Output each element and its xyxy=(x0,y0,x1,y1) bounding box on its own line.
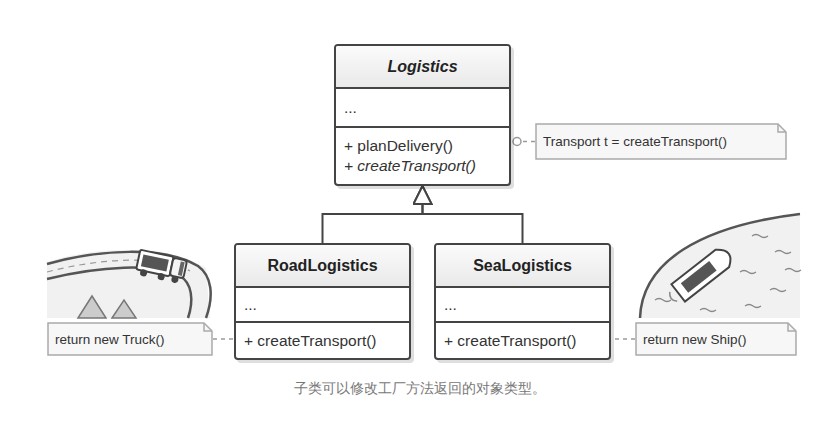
field-list: ... xyxy=(444,295,601,315)
field-list: ... xyxy=(344,98,501,118)
note-text: return new Truck() xyxy=(55,332,165,347)
code-note: return new Ship() xyxy=(635,322,797,356)
method-name: + planDelivery() xyxy=(344,136,501,156)
inheritance-arrow xyxy=(323,186,423,243)
abstract-class-box: Logistics... + planDelivery()+ createTran… xyxy=(334,44,511,186)
class-name-compartment: RoadLogistics xyxy=(236,245,409,286)
method-name: + createTransport() xyxy=(244,331,401,351)
class-box: SeaLogistics... + createTransport() xyxy=(434,243,611,360)
field-list: ... xyxy=(244,295,401,315)
method-compartment: + planDelivery()+ createTransport() xyxy=(336,126,509,184)
field-compartment: ... xyxy=(236,286,409,321)
code-note: return new Truck() xyxy=(47,322,213,356)
class-name: SeaLogistics xyxy=(444,257,601,275)
field-compartment: ... xyxy=(436,286,609,321)
class-box: RoadLogistics... + createTransport() xyxy=(234,243,411,360)
note-link xyxy=(521,141,535,143)
figure-caption: 子类可以修改工厂方法返回的对象类型。 xyxy=(0,380,839,398)
road-illustration xyxy=(47,250,211,318)
method-compartment: + createTransport() xyxy=(436,321,609,358)
class-name: RoadLogistics xyxy=(244,257,401,275)
code-note: Transport t = createTransport() xyxy=(535,123,787,160)
note-anchor-circle xyxy=(513,138,521,146)
note-text: return new Ship() xyxy=(643,332,747,347)
class-name: Logistics xyxy=(344,58,501,76)
sea-illustration xyxy=(640,214,801,318)
method-name: + createTransport() xyxy=(344,156,501,176)
note-link xyxy=(611,338,635,340)
field-compartment: ... xyxy=(336,87,509,126)
note-link xyxy=(213,338,234,340)
inheritance-arrow xyxy=(423,186,523,243)
class-name-compartment: SeaLogistics xyxy=(436,245,609,286)
class-name-compartment: Logistics xyxy=(336,46,509,87)
method-name: + createTransport() xyxy=(444,331,601,351)
method-compartment: + createTransport() xyxy=(236,321,409,358)
note-text: Transport t = createTransport() xyxy=(543,134,727,149)
